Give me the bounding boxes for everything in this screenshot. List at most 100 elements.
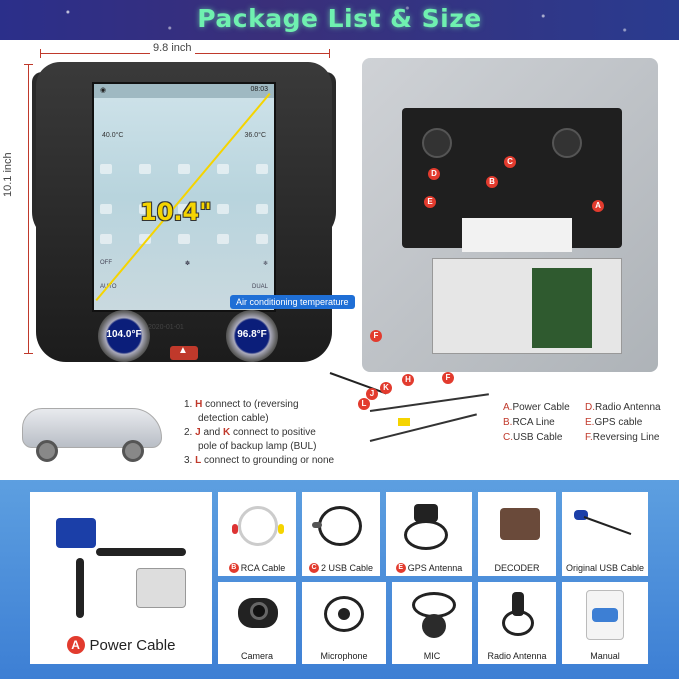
legend-entry: B.RCA Line [503,417,585,428]
package-item-decoder: DECODER [478,492,556,576]
note-text: and [200,427,223,438]
badge-l: L [358,398,370,410]
badge-c: C [504,156,516,168]
legend-text: USB Cable [513,432,563,443]
legend-letter: B. [503,417,513,428]
legend-letter: E. [585,417,595,428]
badge-j: J [366,388,378,400]
note-line: 3. L connect to grounding or none [184,454,334,468]
spec-label [462,218,572,252]
climate-row-3 [100,234,268,248]
note-number: 2. [184,427,196,438]
package-badge: B [228,563,239,573]
width-dimension-label: 9.8 inch [150,42,195,54]
badge-k: K [380,382,392,394]
package-caption: Microphone [302,651,386,661]
package-image-gps [392,498,466,556]
car-wheel [36,440,58,462]
package-badge: E [395,563,406,573]
legend-text: Reversing Line [592,432,660,443]
legend-letter: F. [585,432,593,443]
note-highlight: J [195,427,201,438]
dual-label: DUAL [251,284,268,290]
package-badge: C [308,563,319,573]
package-image-usb2 [308,498,374,556]
legend-text: RCA Line [512,417,555,428]
home-icon: ◉ [100,87,107,94]
legend-entry: C.USB Cable [503,432,585,443]
legend-entry: E.GPS cable [585,417,667,428]
status-time: 08:03 [250,86,268,93]
height-dimension-label: 10.1 inch [2,149,14,200]
climate-row-2 [100,204,268,218]
package-caption: DECODER [478,563,556,573]
package-image-orig-usb [568,498,642,556]
right-temp-knob: 96.8°F [226,310,278,362]
package-image-mic [398,588,466,644]
legend-entry: D.Radio Antenna [585,402,667,413]
left-temp-small: 40.0°C [102,132,124,139]
legend-text: GPS cable [594,417,643,428]
package-image-decoder [484,498,550,556]
package-item-orig-usb: Original USB Cable [562,492,648,576]
connection-notes: 1. H connect to (reversing detection cabl… [184,398,334,468]
package-caption: Original USB Cable [562,563,648,573]
rear-pcb [532,268,592,348]
package-image-camera [224,588,290,644]
left-knob-temp: 104.0°F [106,329,142,340]
package-label: 2 USB Cable [320,563,374,573]
note-highlight: K [222,427,231,438]
ac-temperature-tag: Air conditioning temperature [230,295,355,309]
legend-entry: A.Power Cable [503,402,585,413]
right-temp-small: 36.0°C [244,132,266,139]
note-line: 2. J and K connect to positive [184,426,334,440]
climate-row-1 [100,164,268,178]
note-text: connect to positive [230,427,316,438]
badge-f-wire: F [442,372,454,384]
package-image-rca [224,498,290,556]
package-label: GPS Antenna [407,563,463,573]
package-item-microphone: Microphone [302,582,386,664]
legend-entry: F.Reversing Line [585,432,667,443]
note-continuation: detection cable) [198,413,269,424]
note-highlight: H [195,399,203,410]
package-label: Microphone [320,651,368,661]
package-label: MIC [423,651,441,661]
note-number: 1. [184,399,196,410]
note-highlight: L [195,455,202,466]
package-caption: Camera [218,651,296,661]
legend-letter: C. [503,432,513,443]
legend-letter: A. [503,402,513,413]
note-text: connect to (reversing [202,399,299,410]
wire [369,393,489,412]
package-caption: MIC [392,651,472,661]
badge-a: A [592,200,604,212]
wire [329,372,387,395]
badge-h: H [402,374,414,386]
package-item-radio: Radio Antenna [478,582,556,664]
package-caption: Radio Antenna [478,651,556,661]
legend-text: Radio Antenna [595,402,661,413]
badge-e: E [424,196,436,208]
page-title: Package List & Size [197,4,482,33]
package-label: RCA Cable [240,563,286,573]
note-number: 3. [184,455,196,466]
screen-date: 2020-01-01 [148,324,184,331]
car-wheel [122,440,144,462]
fan-icon: ✽ [184,261,190,267]
badge-b: B [486,176,498,188]
package-caption: Manual [562,651,648,661]
header-banner: Package List & Size [0,0,679,40]
stars-decoration [0,0,679,40]
package-image-power [36,498,206,624]
package-label: Original USB Cable [565,563,645,573]
